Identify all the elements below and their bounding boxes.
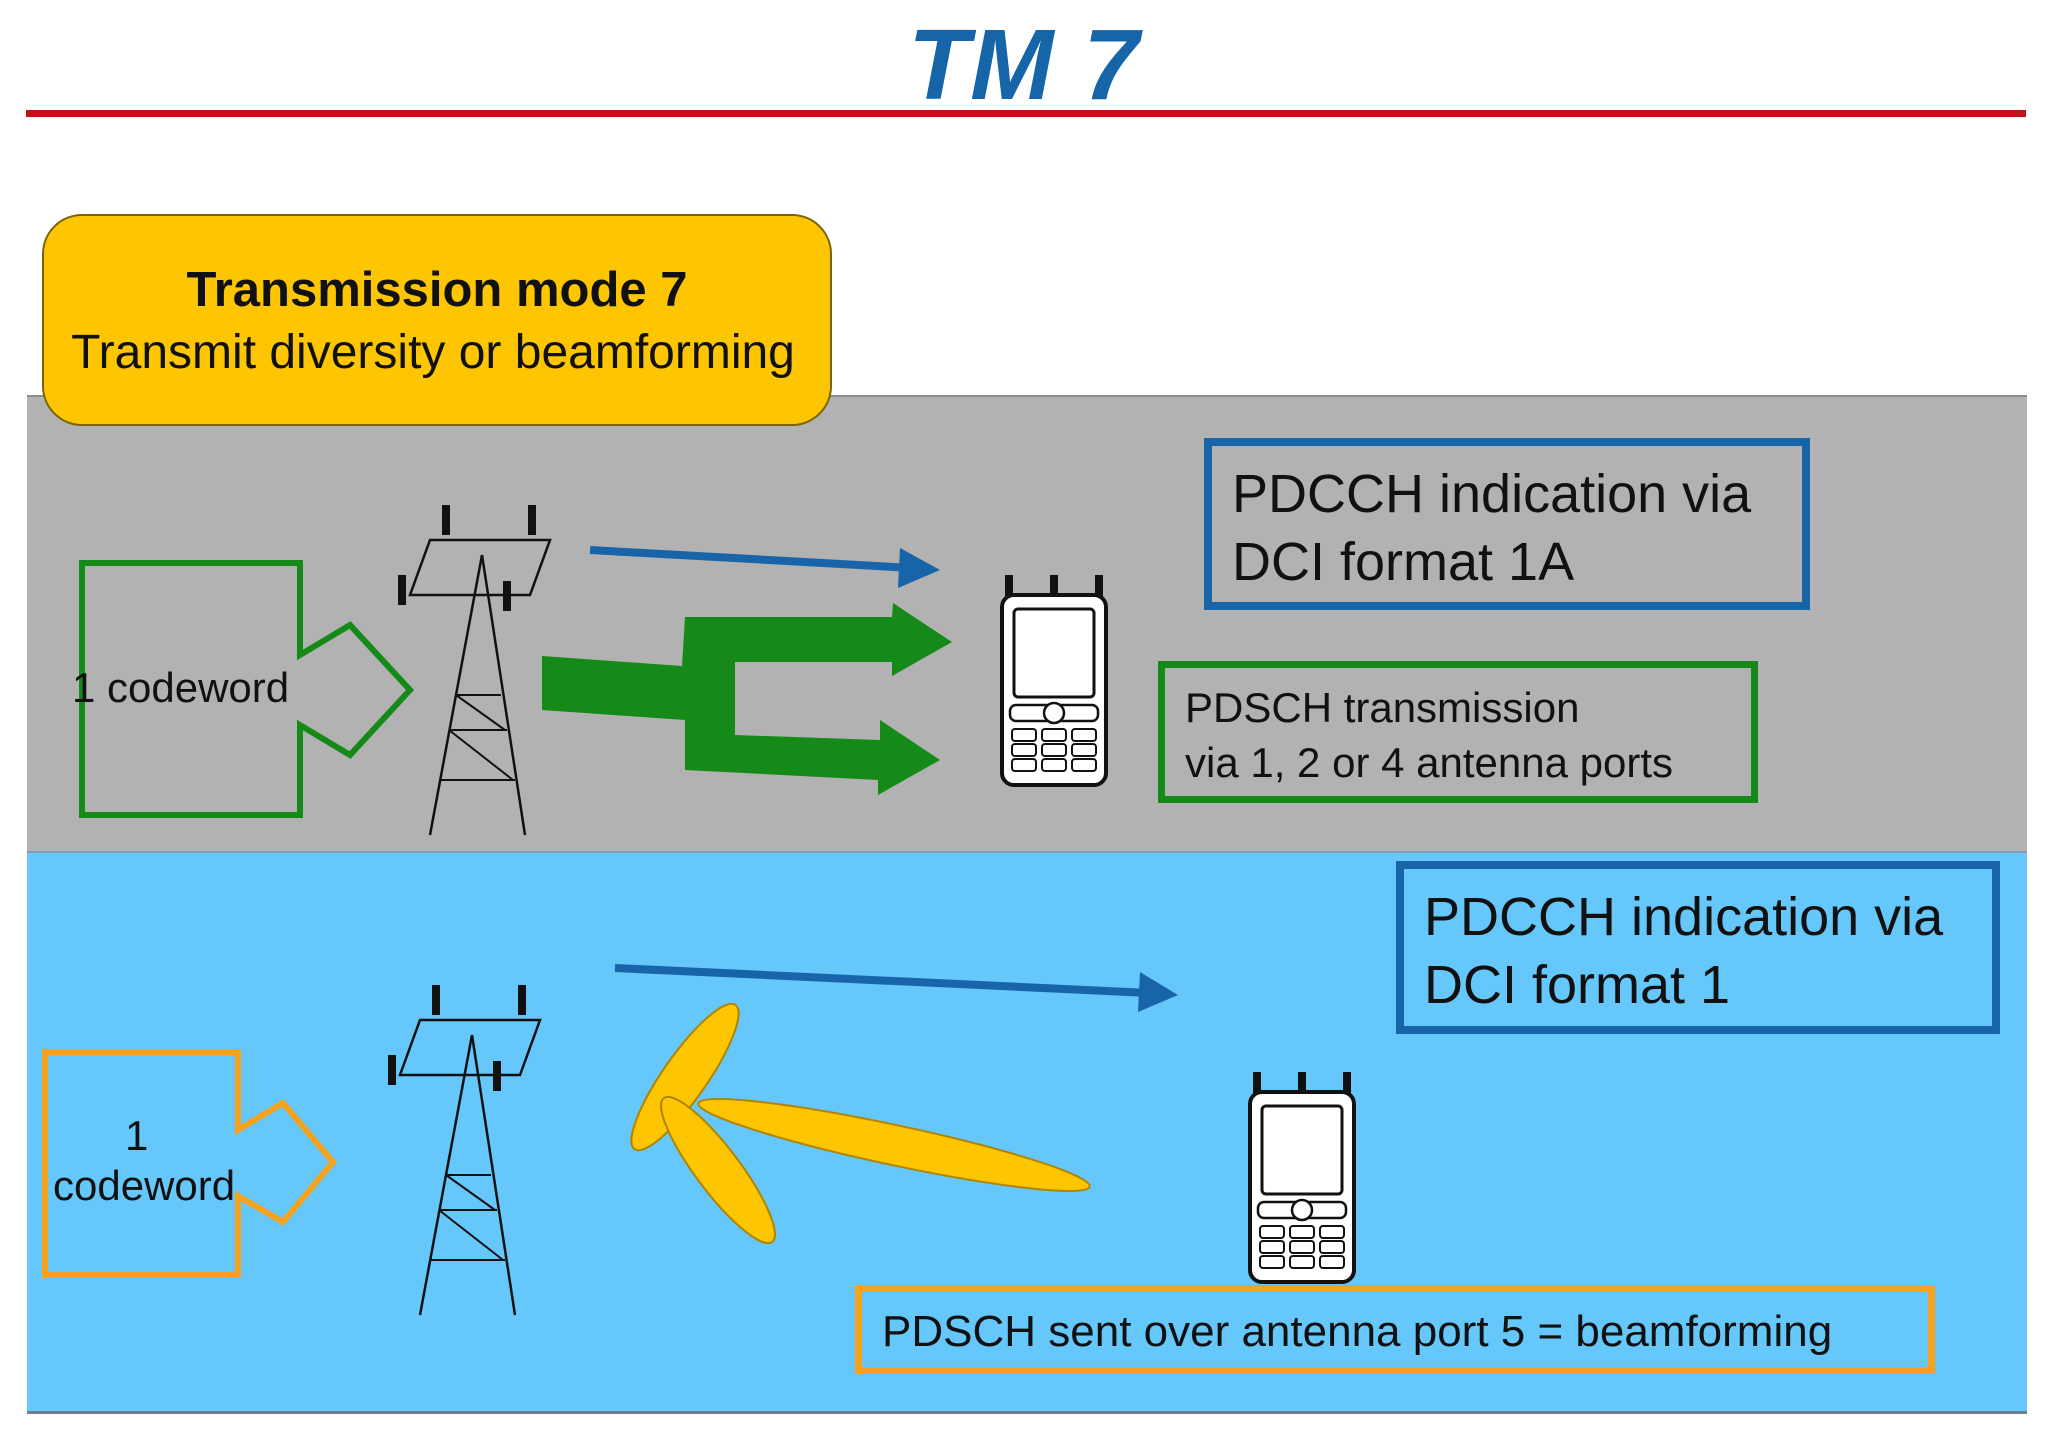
beam-lobe-icon — [660, 1095, 776, 1245]
pdcch-dci-1a-box: PDCCH indication via DCI format 1A — [1204, 438, 1810, 610]
arrow-icon — [1138, 972, 1178, 1012]
split-data-arrow-icon — [542, 603, 952, 795]
title-divider — [26, 110, 2026, 117]
dci-format-line: DCI format 1 — [1424, 955, 1731, 1015]
codeword-count: 1 — [125, 1112, 149, 1159]
pdsch-line: PDSCH transmission — [1185, 684, 1580, 731]
beam-lobe-icon — [697, 1098, 1091, 1192]
mode-title: Transmission mode 7 — [186, 263, 688, 317]
pdsch-transmission-box: PDSCH transmission via 1, 2 or 4 antenna… — [1158, 661, 1758, 803]
pdcch-line: PDCCH indication via — [1232, 464, 1752, 524]
beamforming-panel — [27, 851, 2027, 1414]
codeword-arrow-icon — [79, 560, 415, 818]
antenna-ports-line: via 1, 2 or 4 antenna ports — [1185, 739, 1673, 786]
mobile-phone-icon — [1248, 1070, 1356, 1284]
mode-subtitle: Transmit diversity or beamforming — [71, 326, 795, 379]
transmission-mode-box: Transmission mode 7 Transmit diversity o… — [42, 214, 832, 426]
pdcch-line: PDCCH indication via — [1424, 887, 1944, 947]
dci-format-line: DCI format 1A — [1232, 532, 1575, 592]
page-title: TM 7 — [908, 9, 1140, 121]
codeword-arrow-icon — [42, 1049, 337, 1278]
base-station-tower-icon — [386, 983, 542, 1317]
codeword-label: 1 codeword — [72, 664, 290, 711]
base-station-tower-icon — [396, 503, 552, 837]
pdsch-beamforming-box: PDSCH sent over antenna port 5 = beamfor… — [855, 1285, 1935, 1374]
mobile-phone-icon — [1000, 573, 1108, 787]
beam-lobe-icon — [630, 1002, 740, 1152]
pdcch-dci-1-box: PDCCH indication via DCI format 1 — [1396, 861, 2000, 1034]
arrow-icon — [898, 548, 940, 588]
codeword-label: codeword — [53, 1162, 236, 1209]
